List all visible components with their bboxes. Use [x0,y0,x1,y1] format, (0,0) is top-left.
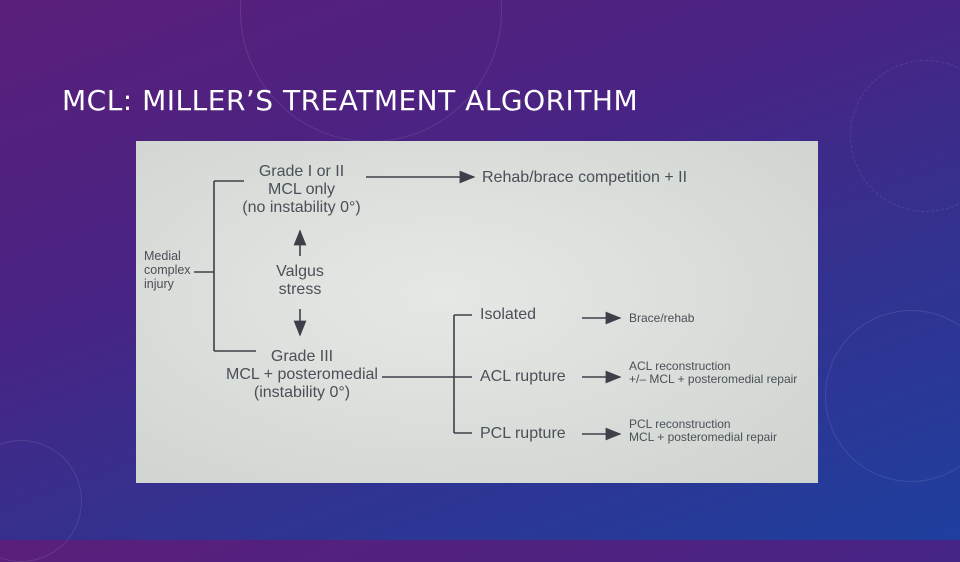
grade-high-node: Grade III MCL + posteromedial (instabili… [222,348,382,402]
grade-high-line: Grade III [270,348,334,365]
branch-label-acl: ACL rupture [480,368,566,385]
grade-low-line: Grade I or II [258,163,345,180]
outcome-line: ACL reconstruction [629,359,731,373]
root-line: complex [144,263,191,277]
valgus-line: Valgus [276,263,324,280]
grade-high-line: (instability 0°) [253,383,351,401]
decorative-ring [850,60,960,212]
algorithm-connectors [194,170,622,441]
valgus-line: stress [278,280,322,298]
decorative-ring [240,0,502,142]
branch-outcome-acl: ACL reconstruction +/– MCL + posteromedi… [629,359,814,387]
grade-high-line: MCL + posteromedial [226,365,378,383]
root-line: Medial [144,249,181,263]
branch-label-pcl: PCL rupture [480,425,566,442]
outcome-line: MCL + posteromedial repair [629,430,777,445]
grade-low-node: Grade I or II MCL only (no instability 0… [234,163,369,217]
branch-label-isolated: Isolated [480,306,537,323]
grade-low-line: MCL only [268,180,335,198]
algorithm-photo: Medial complex injury Grade I or II MCL … [136,141,818,483]
root-node: Medial complex injury [144,249,196,291]
slide-title: MCL: MILLER’S TREATMENT ALGORITHM [62,84,639,117]
root-line: injury [144,277,174,291]
outcome-line: +/– MCL + posteromedial repair [629,372,798,387]
branch-outcome-pcl: PCL reconstruction MCL + posteromedial r… [629,417,814,445]
branch-outcome-isolated: Brace/rehab [629,311,749,325]
decorative-ring [0,440,82,562]
grade-low-line: (no instability 0°) [242,198,361,216]
grade-low-outcome: Rehab/brace competition + II [482,169,688,186]
decorative-ring [825,310,960,482]
outcome-line: Brace/rehab [629,311,695,325]
valgus-node: Valgus stress [260,263,340,299]
outcome-line: PCL reconstruction [629,417,731,431]
